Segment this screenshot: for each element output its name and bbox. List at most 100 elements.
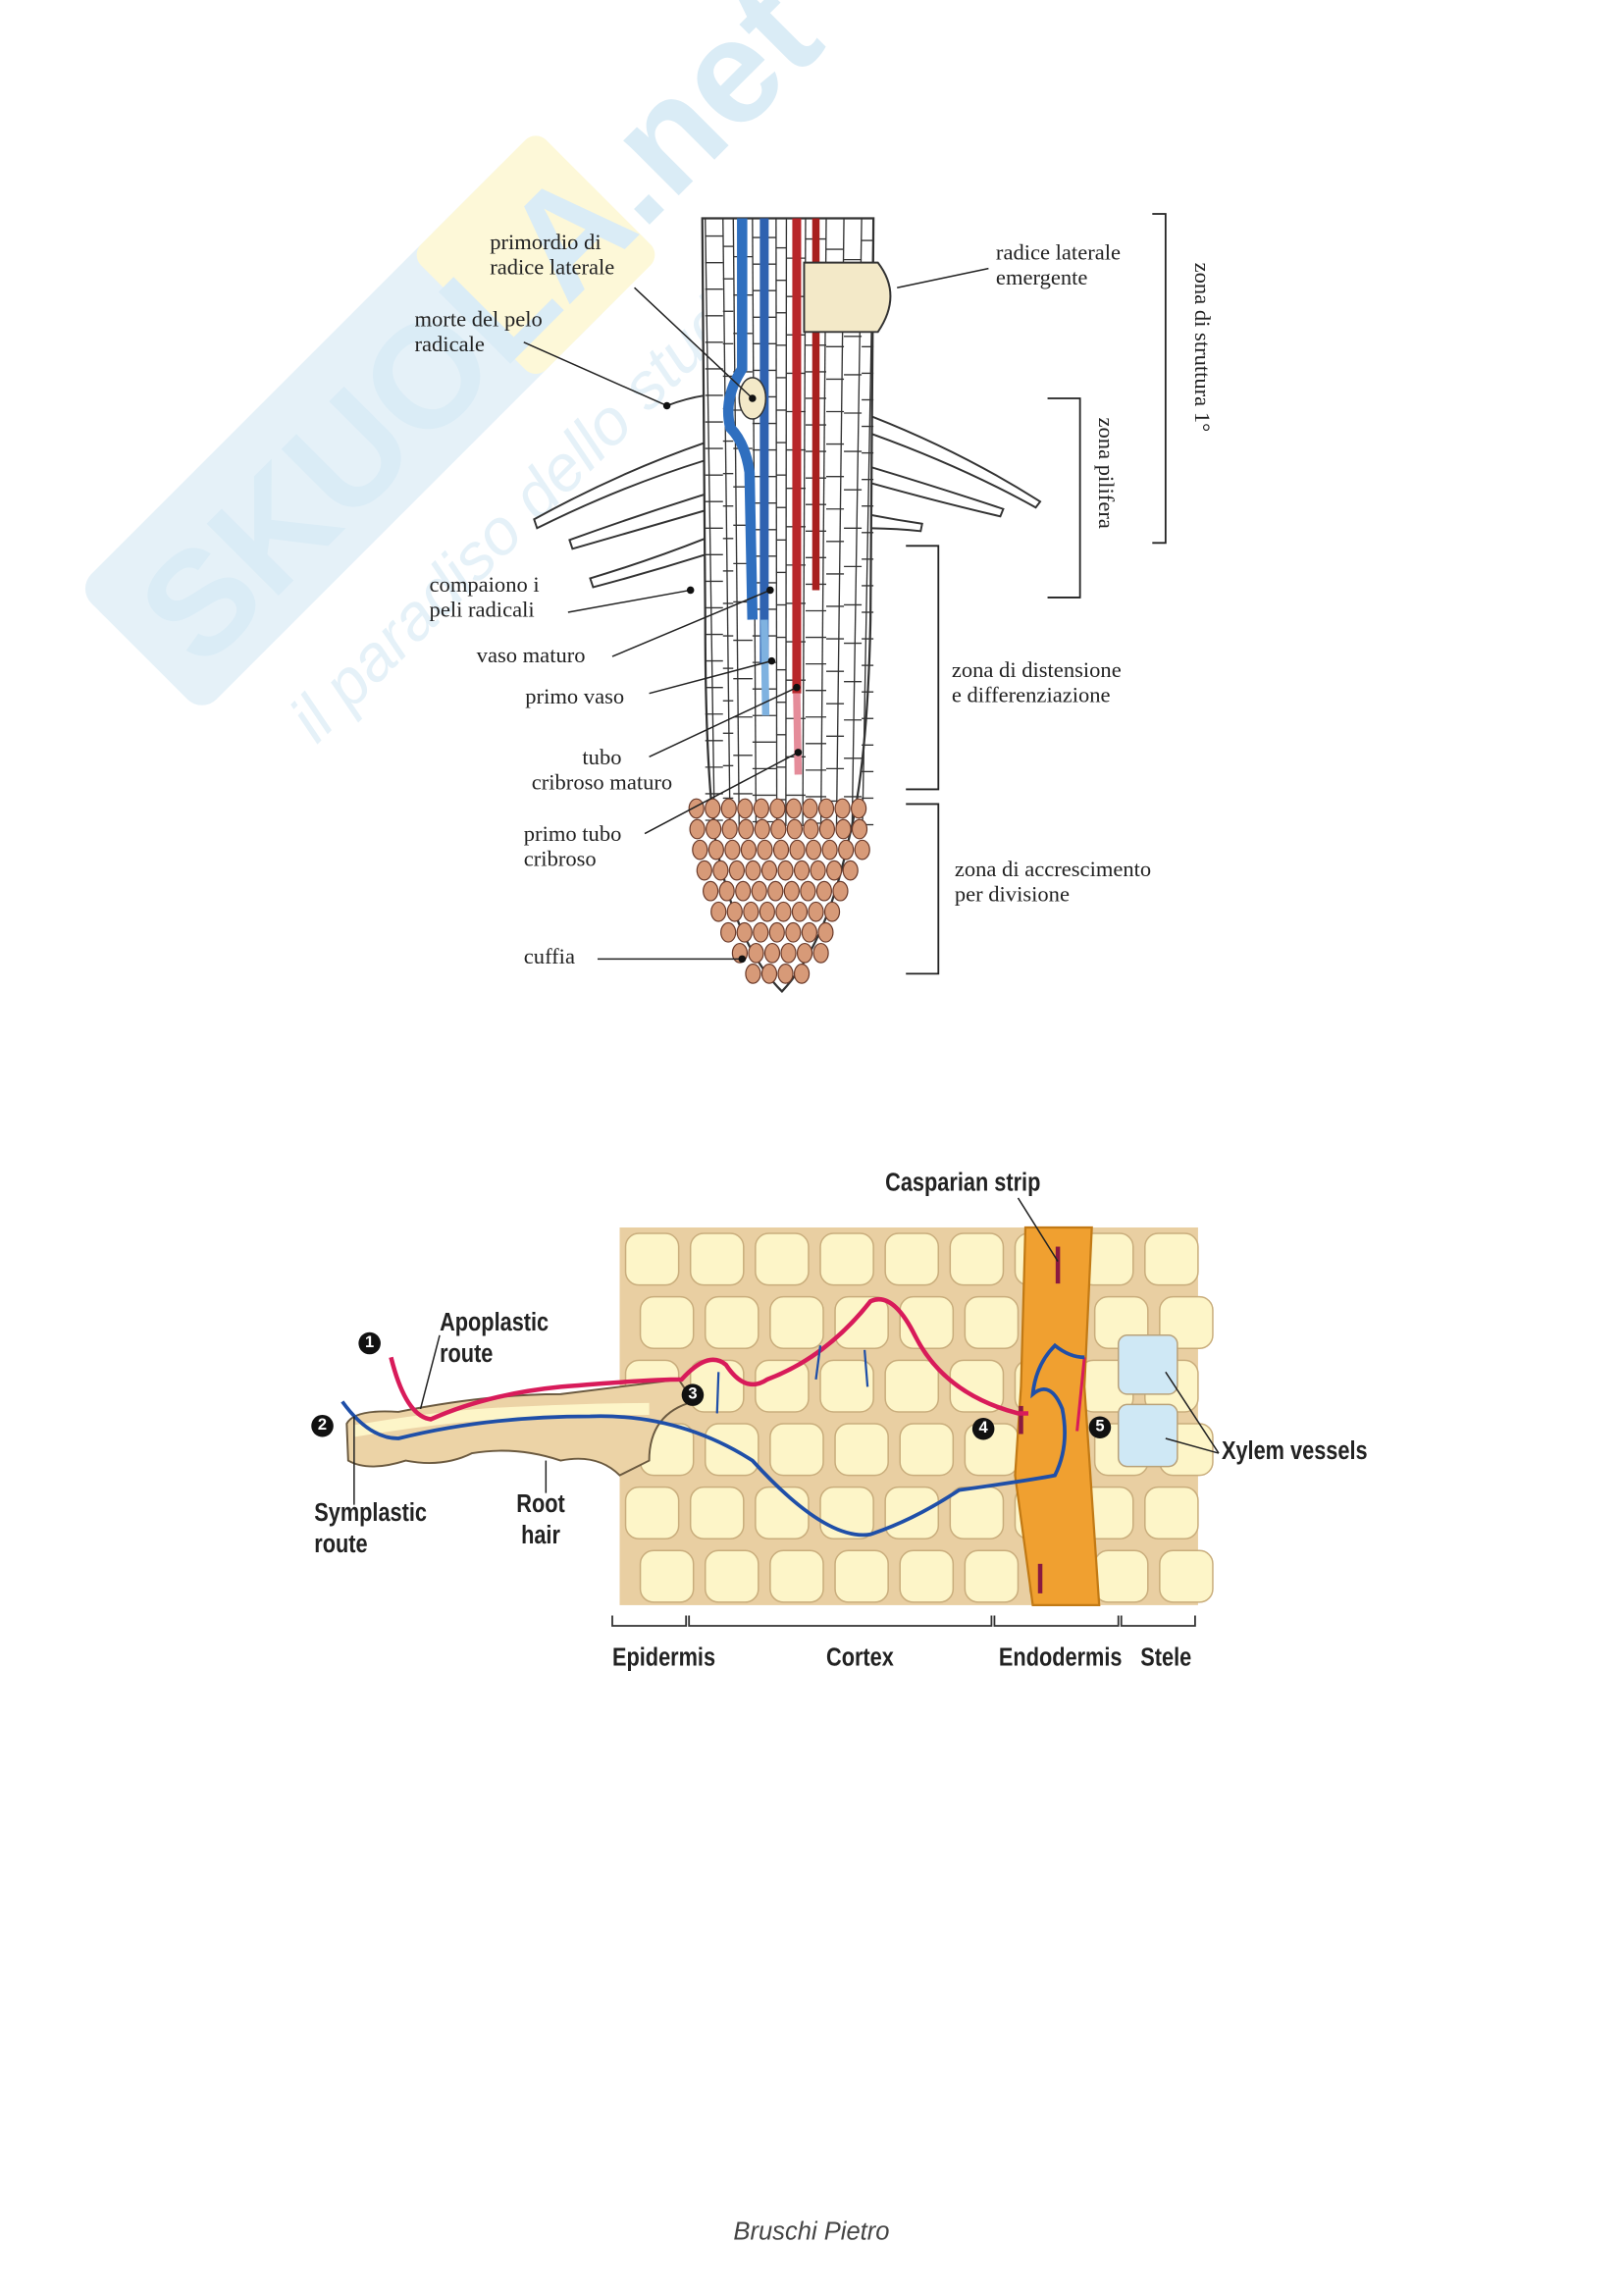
cap-cell (763, 942, 781, 964)
label-primo-vaso: primo vaso (525, 686, 625, 710)
label-epidermis: Epidermis (611, 1644, 716, 1672)
cortex-cell (1159, 1549, 1214, 1603)
cap-cell (751, 880, 767, 902)
cap-cell (803, 818, 819, 840)
cap-cell (786, 818, 803, 840)
label-line: radice laterale (995, 241, 1122, 266)
bracket-zona-accrescimento (906, 803, 940, 975)
cap-cell (721, 818, 738, 840)
cortex-cell (819, 1232, 874, 1286)
cap-cell (724, 839, 741, 861)
brace-stele (1120, 1615, 1196, 1627)
cap-cell (796, 942, 813, 964)
cap-cell (772, 839, 790, 861)
cortex-cell (704, 1549, 759, 1603)
cortex-cell (834, 1295, 889, 1350)
apoplastic-route-path-xylem (1075, 1357, 1086, 1432)
cap-cell (826, 860, 843, 881)
cap-cell (745, 860, 761, 881)
cortex-cell (964, 1549, 1020, 1603)
cap-cell (757, 839, 773, 861)
cap-cell (810, 860, 826, 881)
cap-cell (706, 818, 722, 840)
root-hair (589, 537, 707, 589)
label-line: morte del pelo (414, 308, 543, 333)
cortex-cell (624, 1232, 680, 1286)
cap-cell (808, 901, 824, 922)
label-line: radicale (414, 333, 485, 357)
step-badge-1: 1 (358, 1331, 381, 1355)
cap-cell (767, 880, 784, 902)
cortex-cell (755, 1359, 810, 1413)
step-badge-3: 3 (681, 1383, 705, 1406)
cap-cell (718, 880, 735, 902)
tissue-background (619, 1226, 1198, 1605)
root-hair-cytoplasm (352, 1402, 650, 1437)
cap-cell (817, 921, 834, 943)
bracket-zona-struttura (1152, 213, 1167, 545)
label-line: zona di distensione (951, 659, 1122, 684)
cap-cell (817, 798, 835, 819)
tissue-braces (611, 1615, 1196, 1627)
cell-wall (732, 218, 740, 827)
label-line: per divisione (954, 883, 1070, 908)
label-line: primo tubo (523, 823, 622, 848)
cap-cell (783, 880, 800, 902)
cortex-cell (884, 1359, 940, 1413)
casparian-strip-marks (1019, 1246, 1061, 1593)
symplastic-route-path (340, 1342, 1085, 1538)
bracket-zona-distensione (906, 545, 940, 791)
cell-wall (775, 218, 778, 827)
cap-cell (712, 860, 729, 881)
cap-cell (785, 921, 802, 943)
cap-cell (823, 901, 841, 922)
label-line: Apoplastic (440, 1308, 550, 1337)
label-line: hair (521, 1521, 560, 1549)
cap-cell (832, 880, 849, 902)
cap-cell (791, 901, 809, 922)
label-vaso-maturo: vaso maturo (476, 645, 586, 669)
cortex-cell (769, 1423, 824, 1477)
cortex-cell (624, 1486, 680, 1540)
cortex-cell (1144, 1486, 1199, 1540)
label-cortex: Cortex (826, 1644, 894, 1672)
cap-cell (770, 818, 787, 840)
cortex-cell (769, 1295, 824, 1350)
cortex-cell (1144, 1232, 1199, 1286)
cortex-cell (884, 1232, 940, 1286)
xylem-vessel (1117, 1334, 1178, 1395)
cap-cell (785, 798, 803, 819)
leader-lines (523, 267, 989, 961)
cap-cell (737, 798, 754, 819)
cap-cell (710, 901, 727, 922)
cap-cell (689, 818, 706, 840)
cell-wall (705, 218, 715, 827)
cap-cell (800, 880, 816, 902)
cap-cell (838, 839, 855, 861)
cortex-cell (704, 1295, 759, 1350)
cortex-cell (1093, 1549, 1149, 1603)
xylem-vessel-outer (723, 218, 759, 620)
root-hair (533, 441, 707, 530)
cap-cell (720, 921, 737, 943)
cap-cell (818, 818, 836, 840)
label-line: primordio di (490, 232, 602, 256)
cap-cell (692, 839, 708, 861)
label-stele: Stele (1140, 1644, 1192, 1672)
cap-cell (703, 880, 719, 902)
label-casparian-strip: Casparian strip (885, 1168, 1041, 1197)
cortex-cell (949, 1486, 1005, 1540)
label-xylem-vessels: Xylem vessels (1221, 1436, 1368, 1466)
cortex-cell (819, 1359, 874, 1413)
